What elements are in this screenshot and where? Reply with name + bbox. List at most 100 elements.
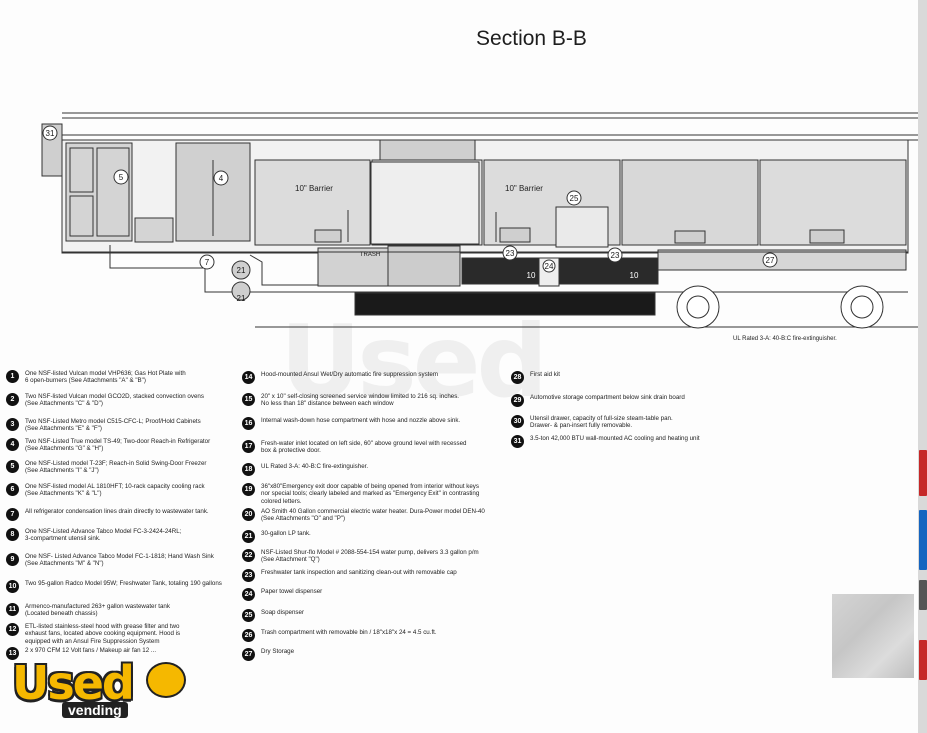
ul-caption: UL Rated 3-A: 40-B:C fire-extinguisher. xyxy=(733,336,837,342)
legend-text: First aid kit xyxy=(530,371,560,378)
section-drawing: 31 5 4 7 21 21 24 25 23 23 10 10 27 TRAS… xyxy=(41,112,918,329)
callout-24-label: 24 xyxy=(545,262,554,271)
legend-text: 30-gallon LP tank. xyxy=(261,530,311,537)
legend-text: All refrigerator condensation lines drai… xyxy=(25,508,209,515)
legend-text: Automotive storage compartment below sin… xyxy=(530,394,685,401)
legend-item-20: 20 AO Smith 40 Gallon commercial electric… xyxy=(242,508,485,523)
legend-text: One NSF-listed Vulcan model VHP636; Gas … xyxy=(25,370,186,385)
legend-number: 28 xyxy=(511,371,524,384)
callout-24: 24 xyxy=(542,259,556,273)
callout-23b: 23 xyxy=(607,247,623,263)
legend-number: 25 xyxy=(242,609,255,622)
legend-number: 20 xyxy=(242,508,255,521)
callout-10a-label: 10 xyxy=(527,271,536,280)
legend-text: Armenco-manufactured 263+ gallon wastewa… xyxy=(25,603,170,618)
legend-number: 3 xyxy=(6,418,19,431)
legend-text: Freshwater tank inspection and sanitizin… xyxy=(261,569,457,576)
legend-text: 2 x 970 CFM 12 Volt fans / Makeup air fa… xyxy=(25,647,157,654)
legend-number: 21 xyxy=(242,530,255,543)
legend-item-14: 14 Hood-mounted Ansul Wet/Dry automatic f… xyxy=(242,371,438,384)
callout-10a: 10 xyxy=(527,271,536,280)
legend-text: Internal wash-down hose compartment with… xyxy=(261,417,461,424)
legend-number: 14 xyxy=(242,371,255,384)
legend-number: 30 xyxy=(511,415,524,428)
callout-21b-label: 21 xyxy=(237,294,246,303)
legend-number: 18 xyxy=(242,463,255,476)
legend-item-1: 1 One NSF-listed Vulcan model VHP636; Gas… xyxy=(6,370,186,385)
legend-text: Utensil drawer, capacity of full-size st… xyxy=(530,415,673,430)
callout-27-label: 27 xyxy=(766,256,775,265)
blurred-region xyxy=(832,594,914,678)
legend-text: UL Rated 3-A: 40-B:C fire-extinguisher. xyxy=(261,463,369,470)
legend-text: ETL-listed stainless-steel hood with gre… xyxy=(25,623,181,645)
logo-word: Used xyxy=(12,656,135,710)
callout-27: 27 xyxy=(762,252,778,268)
legend-number: 1 xyxy=(6,370,19,383)
legend-text: 20" x 10" self-closing screened service … xyxy=(261,393,460,408)
legend-item-31: 31 3.5-ton 42,000 BTU wall-mounted AC coo… xyxy=(511,435,700,448)
legend-number: 27 xyxy=(242,648,255,661)
legend-item-12: 12 ETL-listed stainless-steel hood with g… xyxy=(6,623,180,645)
callout-21a-label: 21 xyxy=(237,266,246,275)
legend-number: 12 xyxy=(6,623,19,636)
callout-21b: 21 xyxy=(237,294,246,303)
callout-4: 4 xyxy=(213,170,229,186)
callout-7: 7 xyxy=(199,254,215,270)
legend-text: Soap dispenser xyxy=(261,609,304,616)
legend-number: 15 xyxy=(242,393,255,406)
legend-text: 3.5-ton 42,000 BTU wall-mounted AC cooli… xyxy=(530,435,700,442)
legend-number: 31 xyxy=(511,435,524,448)
legend-number: 26 xyxy=(242,629,255,642)
callout-4-label: 4 xyxy=(219,174,224,183)
legend-text: Dry Storage xyxy=(261,648,295,655)
legend-text: Paper towel dispenser xyxy=(261,588,323,595)
callout-21a: 21 xyxy=(237,266,246,275)
legend-number: 23 xyxy=(242,569,255,582)
legend-number: 6 xyxy=(6,483,19,496)
used-vending-watermark: Used xyxy=(280,303,548,420)
trash-label: TRASH xyxy=(360,252,380,258)
legend-item-27: 27 Dry Storage xyxy=(242,648,294,661)
legend-number: 17 xyxy=(242,440,255,453)
logo-subtitle: vending xyxy=(62,702,128,718)
legend-number: 4 xyxy=(6,438,19,451)
callout-31-label: 31 xyxy=(46,129,55,138)
legend-text: Hood-mounted Ansul Wet/Dry automatic fir… xyxy=(261,371,438,378)
callout-25-label: 25 xyxy=(570,194,579,203)
legend-text: One NSF-Listed model T-23F; Reach-in Sol… xyxy=(25,460,207,475)
callout-23b-label: 23 xyxy=(611,251,620,260)
callout-5: 5 xyxy=(113,169,129,185)
callout-31: 31 xyxy=(42,125,58,141)
legend-text: Two 95-gallon Radco Model 95W; Freshwate… xyxy=(25,580,222,587)
legend-number: 10 xyxy=(6,580,19,593)
callout-10b-label: 10 xyxy=(630,271,639,280)
callout-7-label: 7 xyxy=(205,258,210,267)
legend-item-21: 21 30-gallon LP tank. xyxy=(242,530,311,543)
legend-text: One NSF- Listed Advance Tabco Model FC-1… xyxy=(25,553,214,568)
callout-23a: 23 xyxy=(502,245,518,261)
legend-item-28: 28 First aid kit xyxy=(511,371,560,384)
legend-item-15: 15 20" x 10" self-closing screened servic… xyxy=(242,393,459,408)
pig-mascot-icon xyxy=(146,662,186,698)
legend-text: AO Smith 40 Gallon commercial electric w… xyxy=(261,508,485,523)
legend-number: 19 xyxy=(242,483,255,496)
legend-number: 22 xyxy=(242,549,255,562)
callout-23a-label: 23 xyxy=(506,249,515,258)
legend-item-23: 23 Freshwater tank inspection and sanitiz… xyxy=(242,569,457,582)
legend-text: Two NSF-Listed Metro model C515-CFC-L; P… xyxy=(25,418,201,433)
